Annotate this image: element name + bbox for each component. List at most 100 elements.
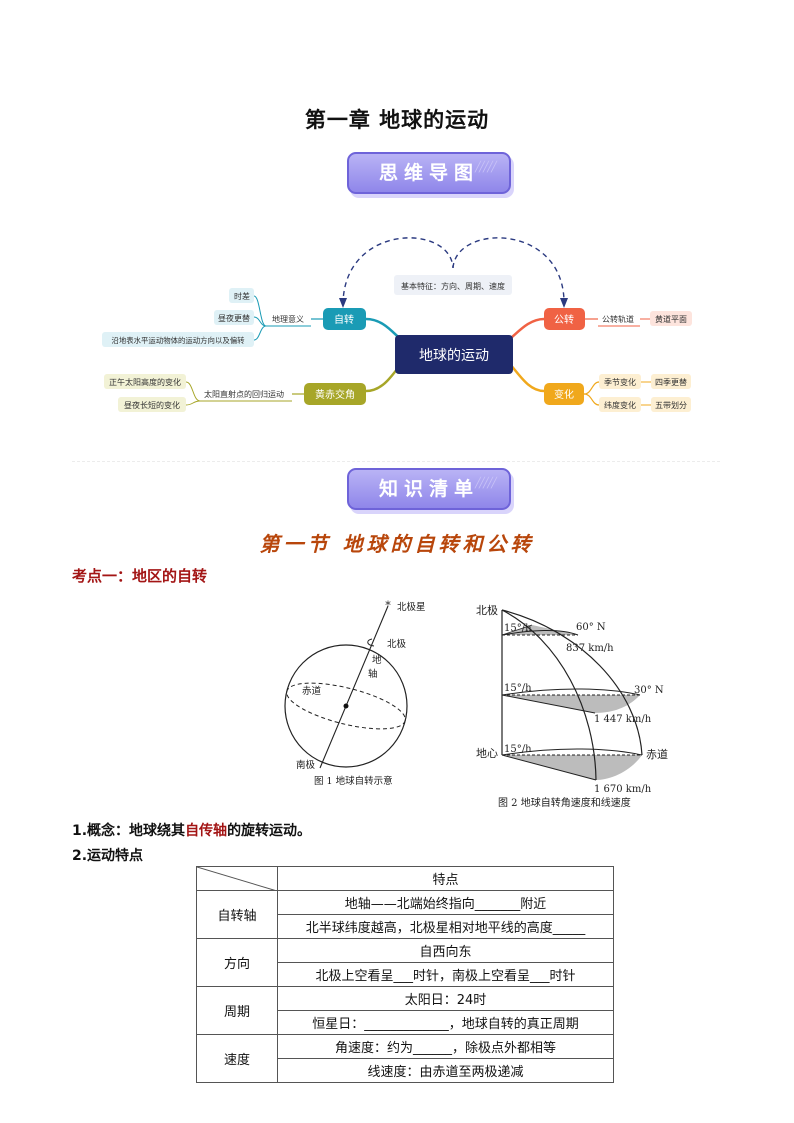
obliquity-leaf-1: 正午太阳高度的变化 [109,377,181,387]
obliquity-leaf-2: 昼夜长短的变化 [124,400,180,410]
fig2-ang1: 15°/h [504,623,532,634]
fig1-south-pole: 南极 [296,759,316,771]
fig1-equator: 赤道 [302,685,322,697]
row-item: 角速度：约为______，除极点外都相等 [277,1034,614,1059]
section-title: 第一节 地球的自转和公转 [259,532,535,556]
row-category: 速度 [196,1034,278,1083]
obliquity-label: 黄赤交角 [315,388,355,401]
leaf-box [599,374,641,389]
arc-left [342,237,454,306]
concept-highlight: 自传轴 [185,823,228,839]
table-row: 自转轴 地轴——北端始终指向_______附近 [196,890,614,939]
leaf-box [229,288,254,303]
change-result-2: 五带划分 [655,400,687,410]
arrow-head-left [339,298,347,308]
features-heading: 2.运动特点 [72,848,144,864]
fig2-caption: 图 2 地球自转角速度和线速度 [498,796,631,809]
point-title: 考点一：地区的自转 [72,567,208,585]
fig2-center: 地心 [476,747,498,760]
mindmap-diagram: 基本特征：方向、周期、速度 地球的运动 自转 地理意义 时差 昼夜更替 沿地表水… [102,237,692,412]
page-title: 第一章 地球的运动 [304,108,490,132]
stripes-decoration: ╱╱╱╱╱ [474,162,497,173]
center-label: 地球的运动 [419,348,489,364]
arc-right [452,237,565,306]
fig1-axis-1: 地 [372,654,382,666]
features-table: 特点 自转轴 地轴——北端始终指向_______附近 北半球纬度越高，北极星相对… [196,866,614,1083]
concept-prefix: 1.概念：地球绕其 [72,823,186,839]
row-category: 自转轴 [196,890,278,939]
rotation-node [323,308,366,330]
change-item-2: 纬度变化 [604,400,636,410]
rotation-leaf-2: 昼夜更替 [218,313,250,323]
table-row: 方向 自西向东 [196,938,614,987]
concept-line: 1.概念：地球绕其自传轴的旋转运动。 [72,820,311,840]
row-item: 北极上空看呈___时针，南极上空看呈___时针 [277,962,614,987]
row-category: 方向 [196,938,278,987]
stripes-decoration: ╱╱╱╱╱ [474,478,497,489]
fig1-north-pole: 北极 [387,638,407,650]
revolution-node [544,308,585,330]
fig1-axis-2: 轴 [368,668,378,680]
leaf-box [102,332,254,347]
change-node [544,383,584,405]
fig2-ang2: 15°/h [504,683,532,694]
row-item: 线速度：由赤道至两极递减 [277,1058,614,1083]
fig2-equator: 赤道 [646,747,668,761]
fig2-lat30: 30° N [634,685,664,696]
knowledge-banner: 知识清单 ╱╱╱╱╱ [347,468,511,510]
revolution-plane: 黄道平面 [655,314,687,324]
leaf-box [651,374,691,389]
mindmap-banner: 思维导图 ╱╱╱╱╱ [347,152,511,194]
leaf-box [650,311,692,326]
diagonal-header-cell [196,866,278,891]
fig2-v0: 1 670 km/h [594,784,652,795]
table-row: 速度 角速度：约为______，除极点外都相等 [196,1034,614,1083]
fig2-v30: 1 447 km/h [594,714,652,725]
knowledge-banner-label: 知识清单 [378,478,479,500]
fig1-north-star: 北极星 [397,601,426,613]
revolution-orbit: 公转轨道 [602,314,634,324]
rotation-leaf-1: 时差 [234,291,250,301]
rotation-label: 自转 [334,313,354,326]
top-note: 基本特征：方向、周期、速度 [401,281,505,291]
leaf-box [599,397,641,412]
leaf-box [651,397,691,412]
figure-1-rotation: * 北极星 北极 地 轴 赤道 南极 图 1 地球自转示意 [284,599,426,787]
center-node [395,335,513,374]
fig2-ang3: 15°/h [504,744,532,755]
diagonal-line [197,867,277,891]
row-item: 地轴——北端始终指向_______附近 [277,890,614,915]
change-item-1: 季节变化 [604,377,636,387]
figure-2-velocity: 北极 15°/h 60° N 837 km/h 15°/h 30° N 1 44… [476,603,668,809]
table-row: 线速度：由赤道至两极递减 [197,1058,614,1083]
leaf-box [104,374,186,389]
rotation-meaning: 地理意义 [272,314,304,324]
change-result-1: 四季更替 [655,377,687,387]
fig2-lat60: 60° N [576,622,606,633]
star-icon: * [385,599,391,612]
table-row: 恒星日：_____________，地球自转的真正周期 [197,1010,614,1035]
table-header: 特点 [277,866,614,891]
revolution-label: 公转 [554,313,574,326]
table-row: 周期 太阳日：24时 [196,986,614,1035]
concept-suffix: 的旋转运动。 [227,823,312,839]
row-item: 太阳日：24时 [277,986,614,1011]
fig1-caption: 图 1 地球自转示意 [314,775,393,787]
fig2-north-pole: 北极 [476,603,498,617]
top-note-box [394,275,512,295]
row-item: 自西向东 [277,938,614,963]
row-category: 周期 [196,986,278,1035]
leaf-box [214,310,254,325]
mindmap-banner-label: 思维导图 [378,162,479,184]
leaf-box [118,397,186,412]
row-item: 北半球纬度越高，北极星相对地平线的高度_____ [277,914,614,939]
obliquity-mid: 太阳直射点的回归运动 [204,389,284,399]
section-divider [72,461,720,462]
arrow-head-right [560,298,568,308]
obliquity-node [304,383,366,405]
fig2-v60: 837 km/h [566,643,614,654]
rotation-leaf-3: 沿地表水平运动物体的运动方向以及偏转 [111,336,245,345]
table-header-row: 特点 [196,866,614,891]
row-item: 恒星日：_____________，地球自转的真正周期 [277,1010,614,1035]
table-row: 北极上空看呈___时针，南极上空看呈___时针 [197,962,614,987]
